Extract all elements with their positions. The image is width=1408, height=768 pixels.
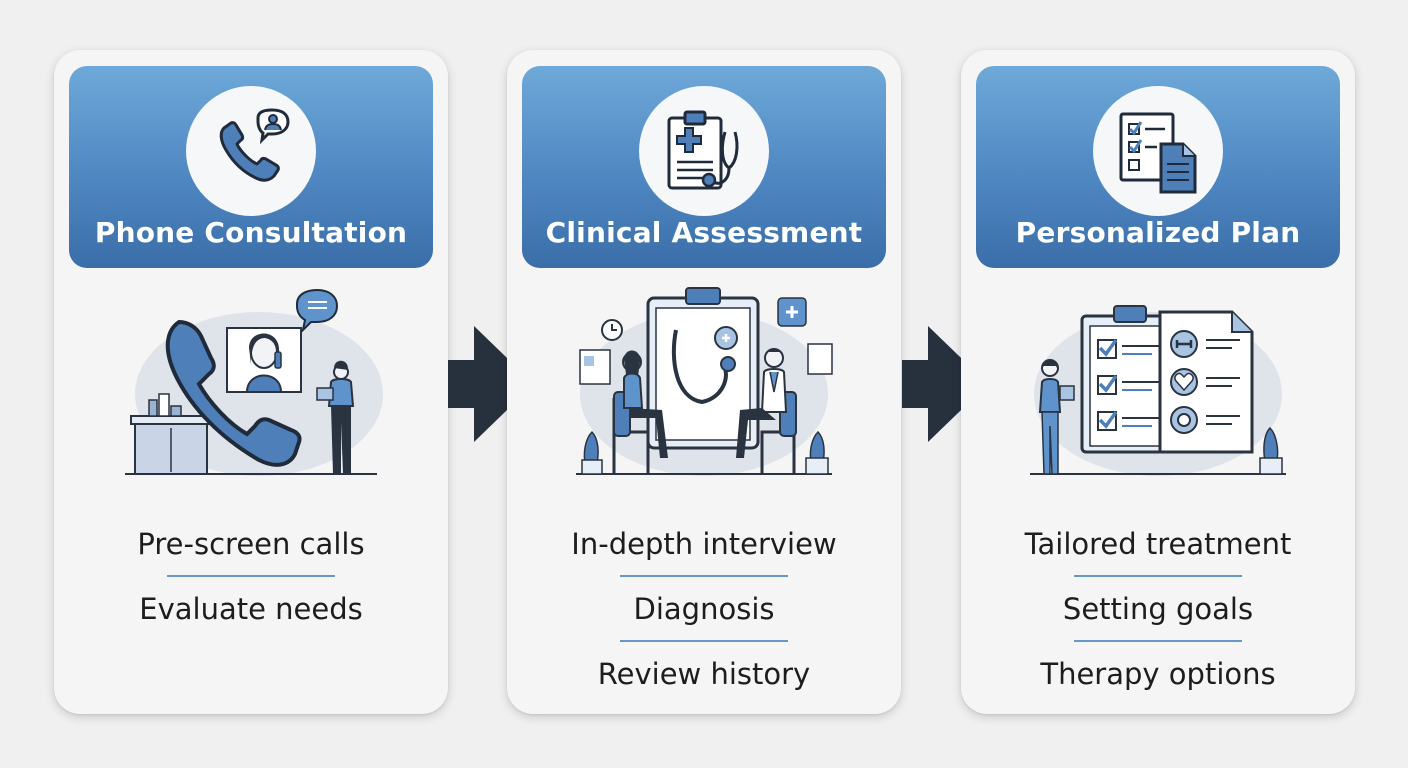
step-item: Tailored treatment: [1024, 527, 1292, 561]
step-item: Setting goals: [1062, 592, 1254, 626]
item-divider: [167, 575, 335, 577]
checklist-document-icon: [1093, 86, 1223, 216]
item-divider: [1074, 640, 1242, 642]
step-card-clinical-assessment: Clinical Assessment: [507, 50, 901, 714]
doctor-patient-consultation-illustration: [572, 282, 836, 482]
step-item: In-depth interview: [571, 527, 837, 561]
card-title: Personalized Plan: [1015, 216, 1301, 249]
arrow-right-icon: [902, 326, 988, 442]
receptionist-phone-call-illustration: [119, 282, 383, 482]
step-item: Therapy options: [1040, 657, 1276, 691]
step-items: In-depth interview Diagnosis Review hist…: [507, 512, 901, 706]
card-title: Clinical Assessment: [545, 216, 863, 249]
treatment-plan-clipboard-illustration: [1026, 282, 1290, 482]
card-header: Phone Consultation: [69, 66, 433, 268]
step-card-phone-consultation: Phone Consultation: [54, 50, 448, 714]
step-item: Diagnosis: [633, 592, 775, 626]
step-item: Pre-screen calls: [137, 527, 365, 561]
clipboard-stethoscope-icon: [639, 86, 769, 216]
step-items: Pre-screen calls Evaluate needs: [54, 512, 448, 641]
step-item: Review history: [597, 657, 811, 691]
step-item: Evaluate needs: [139, 592, 363, 626]
card-title: Phone Consultation: [94, 216, 408, 249]
card-header: Personalized Plan: [976, 66, 1340, 268]
phone-chat-icon: [186, 86, 316, 216]
item-divider: [620, 640, 788, 642]
step-card-personalized-plan: Personalized Plan: [961, 50, 1355, 714]
step-items: Tailored treatment Setting goals Therapy…: [961, 512, 1355, 706]
card-header: Clinical Assessment: [522, 66, 886, 268]
item-divider: [1074, 575, 1242, 577]
arrow-right-icon: [448, 326, 534, 442]
item-divider: [620, 575, 788, 577]
